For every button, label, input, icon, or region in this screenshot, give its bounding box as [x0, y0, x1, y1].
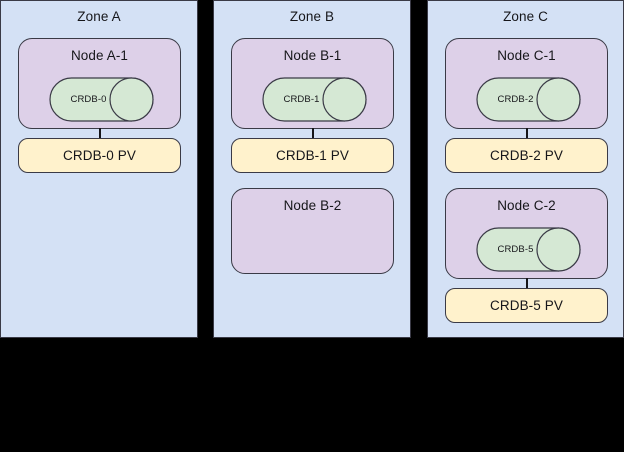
database-cylinder-crdb-5[interactable]: CRDB-5: [476, 227, 581, 272]
zone-container-c: Zone C Node C-1 CRDB-2 CRDB-2 PV Node C-…: [427, 0, 624, 338]
node-box-c-2[interactable]: Node C-2 CRDB-5: [445, 188, 608, 279]
zone-title-a: Zone A: [77, 9, 121, 24]
node-box-b-1[interactable]: Node B-1 CRDB-1: [231, 38, 394, 129]
pv-box-crdb-5-pv[interactable]: CRDB-5 PV: [445, 288, 608, 323]
database-cylinder-crdb-1[interactable]: CRDB-1: [262, 77, 367, 122]
pv-box-crdb-0-pv[interactable]: CRDB-0 PV: [18, 138, 181, 173]
database-label-crdb-5: CRDB-5: [497, 244, 534, 255]
node-label-b-1: Node B-1: [283, 48, 342, 63]
node-label-c-2: Node C-2: [497, 198, 556, 213]
node-label-a-1: Node A-1: [70, 48, 129, 63]
node-box-b-2[interactable]: Node B-2: [231, 188, 394, 274]
database-label-crdb-2: CRDB-2: [497, 94, 534, 105]
node-label-b-2: Node B-2: [283, 198, 342, 213]
connector-node-b-1-to-crdb-1-pv: [312, 128, 314, 139]
connector-node-c-1-to-crdb-2-pv: [526, 128, 528, 139]
zone-title-c: Zone C: [503, 9, 548, 24]
pv-box-crdb-1-pv[interactable]: CRDB-1 PV: [231, 138, 394, 173]
database-label-crdb-1: CRDB-1: [283, 94, 320, 105]
connector-node-a-1-to-crdb-0-pv: [99, 128, 101, 139]
connector-node-c-2-to-crdb-5-pv: [526, 278, 528, 289]
zone-container-a: Zone A Node A-1 CRDB-0 CRDB-0 PV: [0, 0, 198, 338]
node-box-c-1[interactable]: Node C-1 CRDB-2: [445, 38, 608, 129]
database-label-crdb-0: CRDB-0: [70, 94, 107, 105]
node-box-a-1[interactable]: Node A-1 CRDB-0: [18, 38, 181, 129]
zone-container-b: Zone B Node B-1 CRDB-1 CRDB-1 PV Node B-…: [213, 0, 411, 338]
node-label-c-1: Node C-1: [497, 48, 556, 63]
pv-box-crdb-2-pv[interactable]: CRDB-2 PV: [445, 138, 608, 173]
database-cylinder-crdb-0[interactable]: CRDB-0: [49, 77, 154, 122]
database-cylinder-crdb-2[interactable]: CRDB-2: [476, 77, 581, 122]
zone-title-b: Zone B: [289, 9, 335, 24]
